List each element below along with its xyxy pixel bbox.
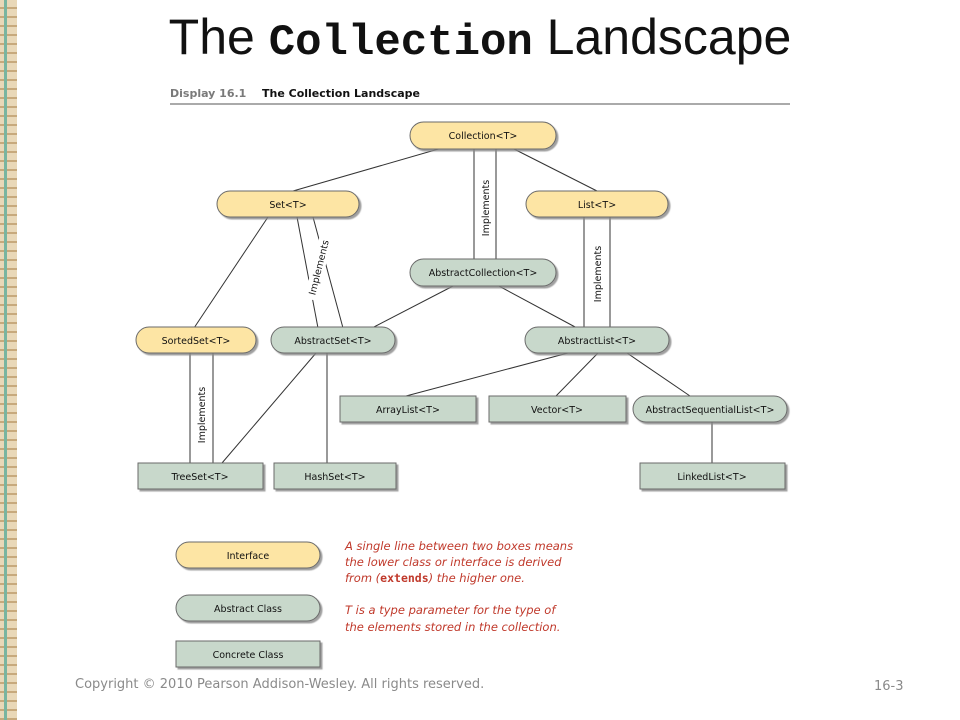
display-number: Display 16.1	[170, 87, 246, 100]
node-linkedlist	[639, 462, 786, 490]
node-arraylist	[339, 395, 477, 423]
edge-collection-list	[511, 147, 598, 192]
display-title: The Collection Landscape	[262, 87, 420, 100]
legend-interface-swatch	[175, 541, 321, 569]
node-label-set: Set<T>	[269, 200, 306, 211]
edge-abstractlist-abstractsequentiallist	[626, 352, 691, 397]
node-label-abstractcollection: AbstractCollection<T>	[429, 268, 538, 279]
node-label-sortedset: SortedSet<T>	[162, 336, 231, 347]
node-hashset	[273, 462, 397, 490]
abstract-nodes	[270, 258, 788, 423]
legend-note1-line3: from (extends) the higher one.	[345, 571, 525, 585]
legend-concrete-swatch	[175, 640, 321, 668]
implements-label: Implements	[307, 239, 331, 296]
node-label-treeset: TreeSet<T>	[170, 472, 228, 483]
node-label-list: List<T>	[578, 200, 616, 211]
node-treeset	[137, 462, 264, 490]
node-label-collection: Collection<T>	[449, 131, 518, 142]
node-label-arraylist: ArrayList<T>	[376, 405, 440, 416]
edge-abstractlist-vector	[555, 352, 599, 397]
legend-concrete-label: Concrete Class	[213, 650, 284, 661]
slide-footer: Copyright © 2010 Pearson Addison-Wesley.…	[75, 677, 485, 692]
edge-set-abstractset-b	[312, 216, 344, 329]
implements-label: Implements	[481, 180, 492, 236]
edge-abstractcollection-abstractset	[371, 284, 456, 329]
legend-note2-line2: the elements stored in the collection.	[345, 620, 560, 634]
legend-abstract-swatch	[175, 594, 321, 622]
concrete-nodes	[137, 395, 786, 490]
legend: Interface Abstract Class Concrete Class …	[175, 539, 573, 668]
node-label-abstractsequentiallist: AbstractSequentialList<T>	[646, 405, 775, 416]
page-number: 16-3	[874, 679, 904, 694]
legend-abstract-label: Abstract Class	[214, 604, 282, 615]
edge-collection-set	[292, 147, 443, 192]
edge-abstractcollection-abstractlist	[496, 284, 578, 329]
legend-interface-label: Interface	[227, 551, 270, 562]
node-abstractcollection	[409, 258, 557, 287]
node-label-vector: Vector<T>	[531, 405, 583, 416]
legend-note2-line1: T is a type parameter for the type of	[345, 603, 557, 617]
node-label-abstractset: AbstractSet<T>	[294, 336, 371, 347]
node-sortedset	[135, 326, 257, 354]
node-vector	[488, 395, 627, 423]
implements-label: Implements	[197, 387, 208, 443]
edges	[189, 147, 713, 464]
node-label-linkedlist: LinkedList<T>	[677, 472, 746, 483]
legend-note1-line2: the lower class or interface is derived	[345, 555, 562, 569]
slide-left-border	[0, 0, 17, 720]
node-collection	[409, 121, 557, 150]
node-list	[525, 190, 669, 218]
node-set	[216, 190, 360, 218]
edge-set-abstractset-a	[296, 216, 319, 329]
node-label-abstractlist: AbstractList<T>	[558, 336, 636, 347]
edge-abstractset-treeset	[221, 352, 317, 464]
implements-label: Implements	[593, 246, 604, 302]
node-abstractlist	[524, 326, 670, 354]
edge-abstractlist-arraylist	[405, 352, 569, 397]
edge-set-sortedset	[193, 216, 269, 329]
slide-title: The Collection Landscape	[168, 9, 792, 68]
interface-nodes	[135, 121, 669, 354]
legend-note1-line1: A single line between two boxes means	[344, 539, 573, 553]
node-abstractsequentiallist	[632, 395, 788, 423]
node-abstractset	[270, 326, 396, 354]
node-label-hashset: HashSet<T>	[304, 472, 365, 483]
